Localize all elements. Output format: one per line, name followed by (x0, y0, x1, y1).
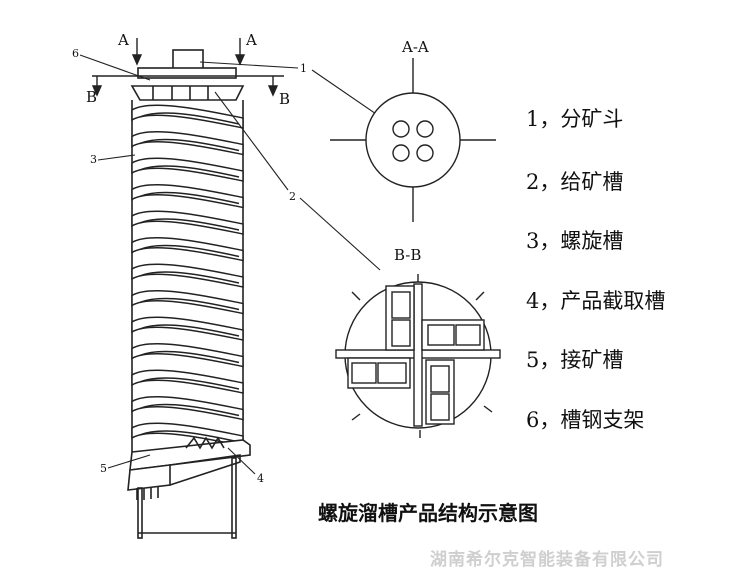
spiral-turn (131, 343, 244, 368)
spiral-turn-edge (139, 377, 240, 390)
legend-item-5: 5，接矿槽 (526, 348, 624, 372)
spiral-turn (131, 263, 244, 288)
spiral-trough-turns (131, 104, 244, 447)
legend-item-1: 1，分矿斗 (526, 107, 624, 131)
base-assembly (127, 436, 251, 539)
callout-leaders (79, 54, 383, 475)
spiral-turn (131, 131, 244, 156)
spiral-turn (131, 369, 244, 394)
spiral-turn-edge (139, 324, 240, 337)
view-bb-title: B-B (394, 246, 421, 264)
spiral-turn (131, 290, 244, 315)
callout-1: 1 (300, 62, 307, 75)
spiral-turn-edge (139, 218, 240, 231)
callout-5: 5 (100, 462, 107, 475)
section-bb-view (335, 274, 501, 438)
spiral-turn-edge (139, 165, 240, 178)
spiral-turn-edge (139, 350, 240, 364)
legend-item-4: 4，产品截取槽 (526, 289, 666, 313)
section-a-right-label: A (245, 31, 257, 49)
legend-item-6: 6，槽钢支架 (526, 408, 645, 432)
view-aa-title: A-A (401, 38, 429, 56)
callout-2: 2 (289, 190, 296, 203)
spiral-turn (131, 157, 244, 182)
spiral-turn-edge (139, 112, 240, 125)
spiral-turn-edge (139, 138, 240, 152)
spiral-turn (131, 184, 244, 209)
spiral-turn-edge (139, 191, 240, 205)
section-aa-view (330, 58, 496, 222)
spiral-turn-edge (139, 430, 240, 443)
callout-4: 4 (257, 472, 264, 485)
section-a-left-label: A (117, 31, 129, 49)
section-markers (91, 38, 284, 97)
spiral-turn-edge (139, 403, 240, 417)
section-b-left-label: B (86, 88, 97, 106)
callout-3: 3 (90, 153, 97, 166)
spiral-turn (131, 104, 244, 129)
spiral-turn (131, 210, 244, 235)
legend-item-2: 2，给矿槽 (526, 170, 624, 194)
legend-item-3: 3，螺旋槽 (526, 229, 624, 253)
diagram-caption: 螺旋溜槽产品结构示意图 (318, 501, 538, 525)
spiral-turn (131, 396, 244, 421)
company-watermark: 湖南希尔克智能装备有限公司 (430, 550, 664, 570)
callout-6: 6 (72, 47, 79, 60)
spiral-turn-edge (139, 297, 240, 311)
spiral-turn (131, 237, 244, 262)
section-b-right-label: B (279, 90, 290, 108)
spiral-turn (131, 316, 244, 341)
spiral-turn-edge (139, 244, 240, 258)
spiral-turn-edge (139, 271, 240, 284)
